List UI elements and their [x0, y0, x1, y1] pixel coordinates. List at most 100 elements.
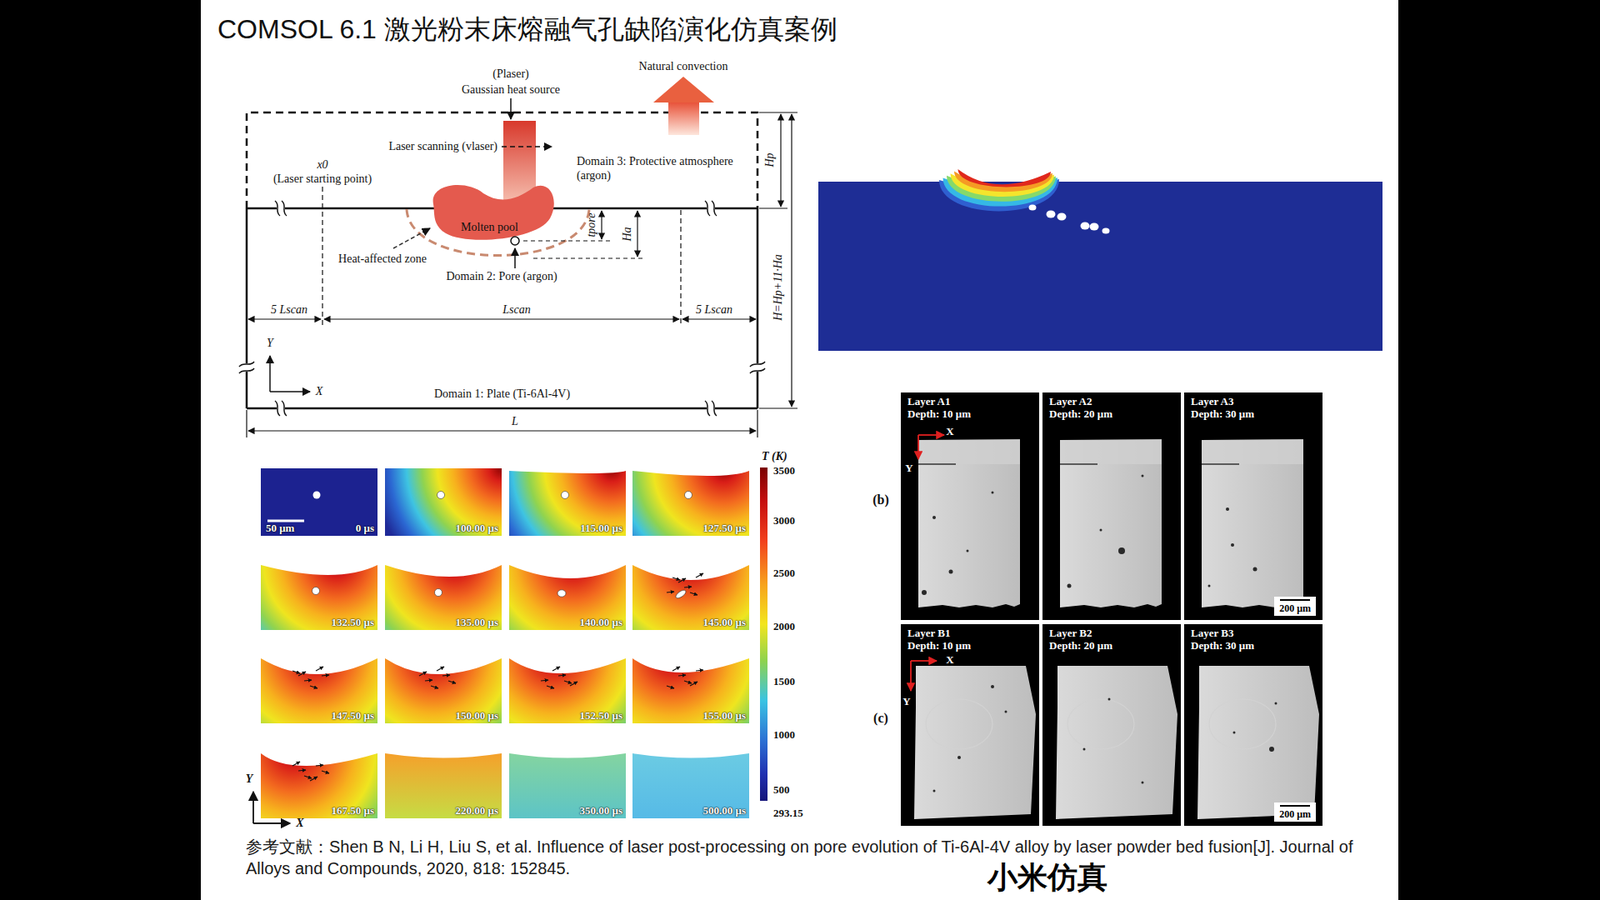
colour-bar-tick: 1500 [773, 675, 795, 689]
axis-label: T (K) [761, 450, 788, 464]
time-label: 140.00 μs [580, 616, 623, 628]
velocity-arrow [310, 685, 318, 689]
temperature-field [509, 470, 626, 536]
temperature-field [632, 470, 750, 536]
colour-bar-tick: 3500 [773, 464, 795, 478]
region-label: Domain 3: Protective atmosphere (argon) [576, 154, 752, 183]
break-symbol [750, 361, 765, 367]
velocity-arrow [570, 681, 578, 686]
velocity-arrow [564, 680, 572, 684]
temperature-snapshot: 155.00 μs [632, 655, 750, 724]
time-label: 135.00 μs [455, 616, 499, 628]
temperature-field [260, 565, 378, 630]
annotation-label: Laser scanning (vlaser) [388, 140, 498, 154]
velocity-arrow [540, 680, 549, 681]
pore [685, 491, 693, 500]
scale-label: 200 μm [1274, 596, 1316, 616]
simulation-domain [818, 181, 1383, 351]
layer-line [1060, 463, 1098, 465]
start-line [321, 186, 323, 327]
pore [932, 515, 936, 520]
time-label: 115.00 μs [580, 522, 623, 534]
reference-text: 参考文献：Shen B N, Li H, Liu S, et al. Influ… [245, 835, 1380, 880]
pore [1102, 228, 1110, 235]
pore [1100, 529, 1103, 532]
scale-label: 200 μm [1274, 802, 1316, 822]
temperature-field [509, 658, 626, 724]
velocity-arrow [448, 680, 456, 684]
layer-label: Depth: 10 μm [907, 407, 971, 420]
pore [1253, 567, 1258, 572]
dimension-line [600, 210, 602, 240]
break-symbol [239, 361, 255, 367]
temperature-snapshot: 100.00 μs [385, 468, 502, 536]
velocity-arrow [672, 577, 680, 580]
sample-section [914, 665, 1036, 820]
velocity-arrow [321, 675, 330, 676]
axis-arrow [269, 355, 271, 392]
axis-arrow [910, 660, 937, 662]
sample-section [1197, 665, 1320, 820]
dimension-tick [759, 407, 798, 409]
pore [437, 491, 445, 500]
colour-bar-tick: 1000 [773, 728, 795, 742]
guide-line [523, 240, 610, 241]
top-layer-band [918, 440, 1020, 465]
pore [1005, 710, 1008, 714]
temperature-snapshot: 147.50 μs [260, 655, 378, 724]
pore [561, 491, 570, 500]
annotation-label: Gaussian heat source [461, 83, 560, 97]
layer-label: Layer A1 [907, 395, 950, 408]
ct-image [900, 392, 1040, 620]
pore [435, 589, 443, 597]
axis-label: X [945, 425, 954, 439]
temperature-field [632, 565, 750, 630]
pore [949, 570, 954, 575]
temperature-snapshot: 167.50 μs [260, 750, 378, 819]
dimension-line [682, 318, 756, 320]
end-line [680, 210, 681, 327]
temperature-snapshot: 132.50 μs [260, 562, 378, 630]
axis-label: X [945, 653, 954, 667]
dimension-label: L [511, 415, 519, 429]
annotation-label: Heat-affected zone [338, 252, 427, 266]
pore [1141, 475, 1145, 478]
velocity-arrow [304, 680, 312, 681]
leader-arrow [514, 248, 516, 269]
annotation-label: (Laser starting point) [273, 172, 372, 186]
velocity-arrow [684, 680, 692, 684]
dimension-label: Y [266, 336, 274, 350]
temperature-field [260, 753, 378, 819]
axis-label: X [295, 816, 304, 830]
sample-section [918, 439, 1020, 608]
temperature-field [509, 565, 626, 630]
time-label: 350.00 μs [580, 805, 623, 816]
pore [1141, 781, 1145, 785]
slide [200, 0, 1399, 900]
ct-image [1184, 392, 1323, 620]
time-label: 500.00 μs [703, 805, 746, 816]
pore [990, 685, 995, 689]
break-symbol [705, 200, 710, 216]
dimension-tick [245, 410, 247, 438]
scale-label: 50 μm [265, 522, 295, 534]
ct-image [1042, 392, 1181, 620]
time-label: 155.00 μs [703, 710, 746, 721]
temperature-field [385, 468, 502, 536]
break-symbol [239, 368, 255, 374]
time-label: 167.50 μs [331, 805, 375, 816]
pore [313, 491, 321, 500]
pore [674, 588, 687, 600]
velocity-arrow [419, 671, 427, 676]
temperature-snapshot: 150.00 μs [385, 655, 502, 724]
velocity-arrow [315, 765, 324, 766]
pore [1067, 584, 1072, 589]
colour-bar-tick: 2000 [773, 620, 795, 634]
pore [1083, 748, 1086, 751]
layer-label: Layer A2 [1049, 395, 1092, 408]
velocity-arrow [666, 591, 675, 593]
ct-slice: Layer A3Depth: 30 μm200 μm [1184, 392, 1323, 620]
layer-label: Layer B2 [1049, 626, 1092, 640]
watermark: 小米仿真 [987, 860, 1108, 895]
